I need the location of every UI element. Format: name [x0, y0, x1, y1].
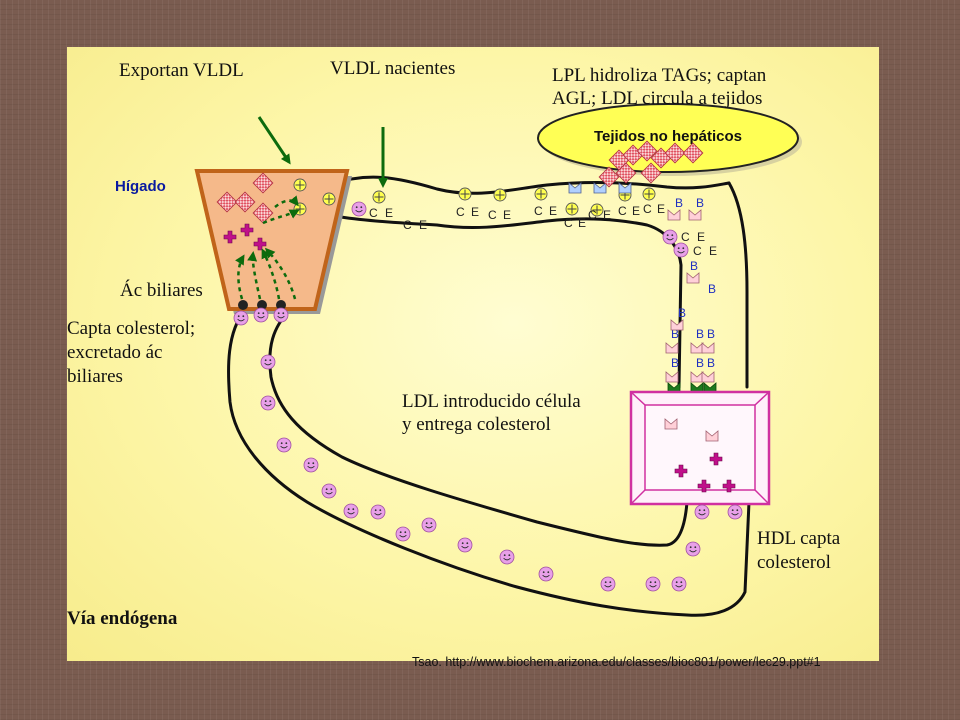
- ce-e: E: [603, 208, 611, 222]
- ce-e: E: [419, 218, 427, 232]
- pathway-outer-top: [331, 175, 731, 195]
- lpl-label-line1: LPL hidroliza TAGs; captan: [552, 65, 767, 86]
- hdl-label-line1: HDL capta: [757, 528, 841, 549]
- pathway-outer-right: [727, 181, 749, 389]
- ce-e: E: [657, 202, 665, 216]
- ce-e: E: [578, 216, 586, 230]
- ce-c: C: [534, 204, 543, 218]
- ce-c: C: [488, 208, 497, 222]
- ce-c: C: [369, 206, 378, 220]
- ce-e: E: [503, 208, 511, 222]
- pathway-inner-left-bottom: [268, 308, 689, 547]
- lpl-label-line2: AGL; LDL circula a tejidos: [552, 88, 763, 109]
- ce-e: E: [471, 205, 479, 219]
- apo-b-letter: B: [671, 327, 679, 341]
- apo-b-letter: B: [696, 356, 704, 370]
- lipoprotein-pathway-diagram: Tejidos no hepáticos: [194, 103, 802, 617]
- bile-exit-smileys: [233, 300, 289, 326]
- ldl-label-line2: y entrega colesterol: [402, 414, 551, 435]
- vldl-particles: [372, 187, 656, 217]
- higado-label: Hígado: [115, 178, 166, 195]
- exportan-vldl-label: Exportan VLDL: [119, 60, 244, 81]
- apo-b-letter: B: [678, 306, 686, 320]
- ce-e: E: [385, 206, 393, 220]
- ce-e: E: [549, 204, 557, 218]
- ce-c: C: [693, 244, 702, 258]
- ldl-label-line1: LDL introducido célula: [402, 391, 581, 412]
- liver: [194, 169, 350, 311]
- ce-e: E: [709, 244, 717, 258]
- ce-c: C: [456, 205, 465, 219]
- apo-b-letter: B: [696, 327, 704, 341]
- apo-b-letter: B: [671, 356, 679, 370]
- apo-b-letter: B: [707, 356, 715, 370]
- vldl-nacientes-label: VLDL nacientes: [330, 58, 456, 79]
- ac-biliares-label: Ác biliares: [120, 280, 203, 301]
- slide: Tejidos no hepáticos: [67, 47, 879, 669]
- exportan-arrow: [257, 116, 291, 165]
- apo-b-letter: B: [690, 259, 698, 273]
- ce-e: E: [632, 204, 640, 218]
- ce-c: C: [681, 230, 690, 244]
- capta-label-line1: Capta colesterol;: [67, 318, 196, 339]
- pathway-inner-top: [329, 210, 683, 389]
- pathway-outer-left-bottom: [227, 308, 751, 617]
- apo-b-letter: B: [708, 282, 716, 296]
- tejidos-no-hepaticos-ellipse: [537, 103, 799, 173]
- source-citation: Tsao. http://www.biochem.arizona.edu/cla…: [412, 654, 821, 669]
- capta-label-line3: biliares: [67, 366, 123, 387]
- via-endogena-title: Vía endógena: [67, 608, 178, 629]
- capta-label-line2: excretado ác: [67, 342, 163, 363]
- ce-c: C: [564, 216, 573, 230]
- ce-c: C: [588, 208, 597, 222]
- apo-b-letter: B: [707, 327, 715, 341]
- tejidos-label: Tejidos no hepáticos: [594, 128, 742, 145]
- ce-c: C: [643, 202, 652, 216]
- hdl-label-line2: colesterol: [757, 552, 831, 573]
- apo-b-letter: B: [675, 196, 683, 210]
- ce-e: E: [697, 230, 705, 244]
- ce-c: C: [403, 218, 412, 232]
- apo-b-letter: B: [696, 196, 704, 210]
- ce-c: C: [618, 204, 627, 218]
